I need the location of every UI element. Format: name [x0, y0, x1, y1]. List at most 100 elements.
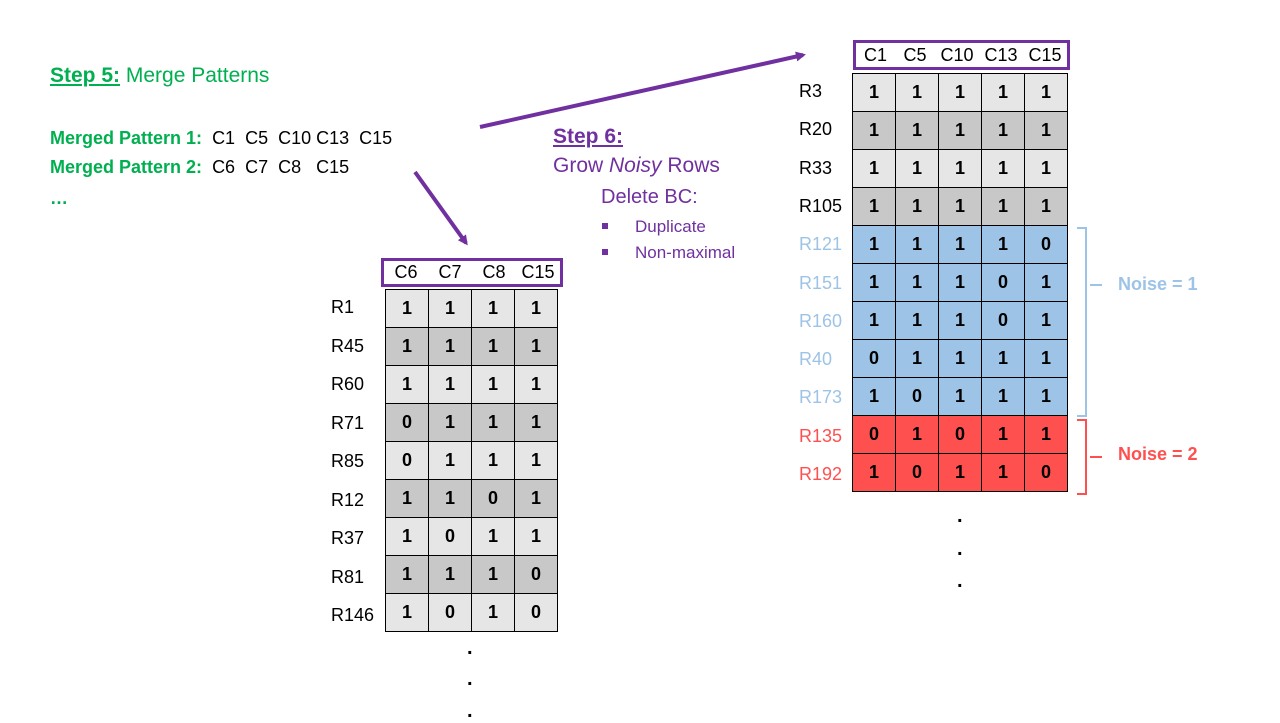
table-cell: 1 [981, 339, 1025, 378]
row-label: R81 [331, 566, 365, 587]
arrow-to-left-table [413, 170, 468, 246]
table-cell: 1 [938, 187, 982, 226]
table-cell: 1 [938, 111, 982, 150]
table-cell: 1 [385, 289, 429, 328]
table-cell: 1 [1024, 415, 1068, 454]
column-header: C8 [482, 262, 506, 282]
table-cell: 1 [471, 365, 515, 404]
table-cell: 1 [1024, 301, 1068, 340]
column-header: C15 [521, 262, 555, 282]
table-cell: 0 [1024, 453, 1068, 492]
right-table-continuation-dot: . [957, 570, 963, 592]
left-table-continuation-dot: . [467, 700, 473, 722]
table-cell: 0 [1024, 225, 1068, 264]
table-cell: 0 [428, 593, 472, 632]
table-cell: 1 [981, 187, 1025, 226]
table-cell: 0 [385, 403, 429, 442]
left-table-continuation-dot: . [467, 668, 473, 690]
table-cell: 1 [428, 555, 472, 594]
step5-heading: Step 5: Merge Patterns [50, 64, 270, 87]
table-cell: 1 [514, 289, 558, 328]
column-header: C6 [394, 262, 418, 282]
column-header: C13 [984, 44, 1018, 65]
table-cell: 1 [1024, 187, 1068, 226]
table-cell: 1 [938, 453, 982, 492]
table-cell: 1 [471, 517, 515, 556]
table-cell: 1 [1024, 377, 1068, 416]
arrow-to-right-table [479, 51, 806, 129]
table-cell: 1 [852, 225, 896, 264]
row-label: R37 [331, 528, 365, 548]
column-header: C5 [903, 44, 927, 65]
table-cell: 1 [514, 517, 558, 556]
table-cell: 1 [385, 327, 429, 366]
table-cell: 1 [895, 339, 939, 378]
table-cell: 1 [471, 555, 515, 594]
table-cell: 1 [428, 327, 472, 366]
table-cell: 0 [852, 415, 896, 454]
noise-2-bracket [1077, 419, 1087, 495]
table-cell: 0 [981, 301, 1025, 340]
row-label: R12 [331, 489, 365, 510]
table-cell: 1 [428, 403, 472, 442]
row-label: R33 [799, 157, 833, 178]
noise-2-label: Noise = 2 [1118, 444, 1198, 464]
row-label: R151 [799, 272, 843, 293]
row-label: R20 [799, 119, 833, 140]
table-cell: 1 [981, 111, 1025, 150]
table-cell: 1 [895, 225, 939, 264]
row-label: R146 [331, 605, 375, 625]
table-cell: 1 [385, 593, 429, 632]
table-cell: 1 [981, 149, 1025, 188]
table-cell: 0 [428, 517, 472, 556]
table-cell: 1 [852, 377, 896, 416]
table-cell: 1 [471, 403, 515, 442]
noise-2-bracket-tick [1090, 456, 1102, 458]
column-header: C7 [438, 262, 462, 282]
table-cell: 0 [938, 415, 982, 454]
table-cell: 1 [385, 517, 429, 556]
table-cell: 1 [428, 289, 472, 328]
left-table-continuation-dot: . [467, 637, 473, 659]
bullet-square-icon [602, 222, 608, 229]
row-label: R3 [799, 81, 823, 101]
table-cell: 1 [514, 441, 558, 480]
table-cell: 1 [1024, 149, 1068, 188]
table-cell: 1 [981, 225, 1025, 264]
merged-pattern-1: Merged Pattern 1: C1 C5 C10 C13 C15 [50, 128, 393, 148]
left-table-header: C6 C7 C8 C15 [381, 258, 563, 287]
delete-bc-item-duplicate: Duplicate [602, 217, 706, 237]
table-cell: 1 [895, 301, 939, 340]
table-cell: 1 [514, 403, 558, 442]
noise-1-label: Noise = 1 [1118, 274, 1198, 294]
row-label: R135 [799, 425, 843, 446]
right-table-continuation-dot: . [957, 538, 963, 560]
table-cell: 1 [471, 593, 515, 632]
step6-heading: Step 6: Grow Noisy Rows [553, 125, 720, 177]
table-cell: 1 [1024, 73, 1068, 112]
bullet-square-icon [602, 248, 608, 255]
table-cell: 0 [981, 263, 1025, 302]
table-cell: 1 [981, 377, 1025, 416]
table-cell: 1 [428, 441, 472, 480]
table-cell: 1 [938, 301, 982, 340]
table-cell: 1 [981, 73, 1025, 112]
table-cell: 1 [938, 73, 982, 112]
table-cell: 1 [514, 327, 558, 366]
table-cell: 1 [938, 225, 982, 264]
row-label: R60 [331, 374, 365, 394]
table-cell: 1 [938, 339, 982, 378]
